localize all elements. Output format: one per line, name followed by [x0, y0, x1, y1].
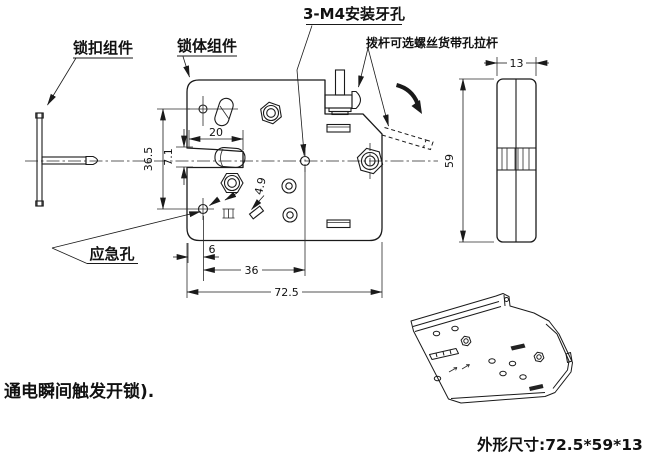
isometric-view [410, 293, 573, 404]
stamped-marks [222, 191, 265, 220]
lock-catch-view [35, 112, 99, 207]
dim-13: 13 [484, 57, 549, 76]
oval-slot [214, 97, 234, 127]
svg-text:4.9: 4.9 [252, 176, 269, 196]
label-body-assembly: 锁体组件 [177, 37, 237, 78]
catch-pin-tip [85, 155, 99, 166]
ring-hole-1 [281, 178, 297, 194]
svg-text:3-M4安装牙孔: 3-M4安装牙孔 [303, 5, 405, 23]
svg-text:拨杆可选螺丝货带孔拉杆: 拨杆可选螺丝货带孔拉杆 [366, 35, 498, 50]
label-lever-option: 拨杆可选螺丝货带孔拉杆 [358, 35, 498, 127]
dim-36: 36 [202, 167, 306, 277]
body-slot-bottom [326, 219, 351, 229]
svg-text:6: 6 [209, 243, 216, 256]
outline-size-text: 外形尺寸:72.5*59*13 [477, 435, 643, 454]
screw-cap [351, 90, 362, 110]
rotation-arrow [395, 82, 422, 114]
lever-screw-assembly [324, 69, 362, 116]
svg-text:59: 59 [443, 154, 456, 168]
dim-20: 20 [188, 126, 244, 150]
svg-text:72.5: 72.5 [274, 286, 299, 299]
mount-hole-top [188, 96, 238, 126]
svg-text:13: 13 [510, 57, 524, 70]
body-slot-top [326, 123, 351, 133]
pull-lever-dashed [381, 127, 434, 151]
svg-text:锁体组件: 锁体组件 [177, 37, 237, 55]
hex-nut-lower [220, 172, 244, 194]
dim-59: 59 [443, 78, 494, 243]
dim-72-5: 72.5 [186, 242, 383, 299]
hex-nut-upper [260, 101, 282, 125]
hex-nut-right [356, 143, 384, 179]
label-catch-assembly: 锁扣组件 [47, 39, 133, 106]
svg-text:36.5: 36.5 [142, 147, 155, 172]
lock-body-outline [186, 79, 383, 242]
label-mounting-holes: 3-M4安装牙孔 [296, 5, 405, 157]
latch-tongue [214, 147, 246, 168]
power-note-text: 通电瞬间触发开锁). [4, 381, 154, 402]
svg-text:锁扣组件: 锁扣组件 [73, 39, 133, 57]
ring-hole-2 [282, 207, 298, 223]
svg-text:20: 20 [209, 126, 223, 139]
emergency-hole [192, 196, 221, 220]
svg-text:7.1: 7.1 [162, 148, 175, 166]
front-view [186, 69, 434, 242]
svg-text:36: 36 [245, 264, 259, 277]
side-view [496, 78, 537, 243]
dim-4-9: 4.9 [251, 176, 269, 210]
label-emergency-hole: 应急孔 [51, 211, 202, 265]
svg-text:应急孔: 应急孔 [89, 245, 134, 263]
screw-shaft [334, 69, 346, 96]
dim-7-1: 7.1 [162, 129, 193, 185]
dim-36-5: 36.5 [142, 108, 192, 210]
